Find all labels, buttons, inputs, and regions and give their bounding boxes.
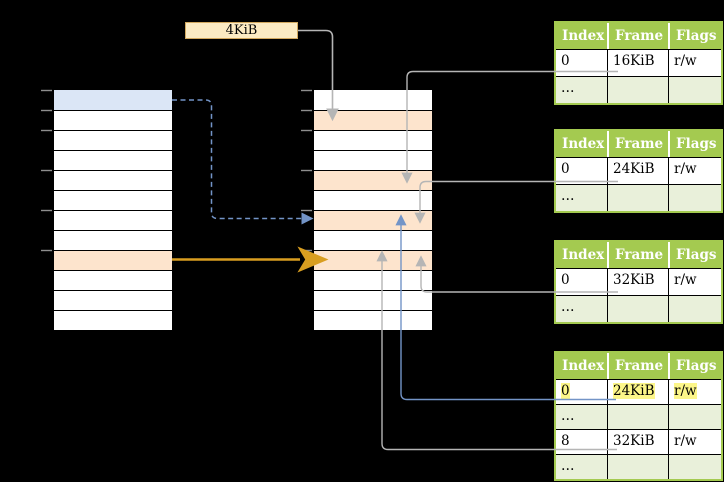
column-header: Flags — [668, 353, 721, 379]
cell-value: 32KiB — [613, 272, 655, 288]
cell-value: … — [561, 188, 575, 204]
physical-memory-column — [313, 89, 433, 331]
page-size-label: 4KiB — [185, 22, 298, 39]
column-header: Index — [562, 247, 605, 263]
table-row: … — [556, 454, 721, 479]
memory-cell — [54, 270, 172, 290]
cell-value: 8 — [561, 433, 570, 449]
cell-value: r/w — [674, 161, 697, 177]
memory-cell — [54, 290, 172, 310]
memory-cell — [54, 210, 172, 230]
memory-cell — [314, 130, 432, 150]
cell-value: … — [561, 299, 575, 315]
table-row: … — [556, 76, 721, 103]
memory-cell — [54, 90, 172, 110]
memory-cell — [54, 150, 172, 170]
memory-cell — [54, 250, 172, 270]
memory-cell — [54, 130, 172, 150]
virtual-memory-column — [53, 89, 173, 331]
column-header: Frame — [607, 131, 668, 157]
page-table-3: Index Frame Flags 0 32KiB r/w … — [554, 240, 723, 324]
cell-value: … — [561, 458, 575, 474]
memory-cell — [54, 230, 172, 250]
memory-cell — [314, 290, 432, 310]
column-header: Index — [562, 136, 605, 152]
memory-cell — [314, 150, 432, 170]
cell-value: 0 — [561, 383, 570, 399]
cell-value: 16KiB — [613, 53, 655, 69]
memory-cell — [54, 110, 172, 130]
memory-cell — [314, 310, 432, 330]
column-header: Index — [562, 358, 605, 374]
column-header: Frame — [607, 242, 668, 268]
memory-cell — [314, 190, 432, 210]
cell-value: r/w — [674, 272, 697, 288]
cell-value: 0 — [561, 53, 570, 69]
memory-cell — [54, 170, 172, 190]
connector-translation-dashed — [172, 99, 314, 225]
memory-cell — [314, 170, 432, 190]
memory-cell — [314, 110, 432, 130]
column-header: Flags — [668, 23, 721, 49]
page-table-2: Index Frame Flags 0 24KiB r/w … — [554, 129, 723, 213]
memory-cell — [314, 210, 432, 230]
cell-value: 24KiB — [613, 161, 655, 177]
table-row: 0 16KiB r/w — [556, 49, 721, 76]
cell-value: … — [561, 80, 575, 96]
memory-cell — [54, 310, 172, 330]
table-row: 0 24KiB r/w — [556, 157, 721, 184]
column-header: Flags — [668, 131, 721, 157]
table-header: Index Frame Flags — [556, 131, 721, 157]
column-header: Index — [562, 28, 605, 44]
table-header: Index Frame Flags — [556, 242, 721, 268]
memory-cell — [314, 90, 432, 110]
table-row: … — [556, 295, 721, 322]
cell-value: … — [561, 408, 575, 424]
table-row: 8 32KiB r/w — [556, 429, 721, 454]
memory-cell — [314, 230, 432, 250]
table-header: Index Frame Flags — [556, 353, 721, 379]
table-row: … — [556, 184, 721, 211]
table-row: … — [556, 404, 721, 429]
table-row: 0 32KiB r/w — [556, 268, 721, 295]
memory-cell — [314, 250, 432, 270]
cell-value: 0 — [561, 272, 570, 288]
cell-value: 32KiB — [613, 433, 655, 449]
memory-cell — [314, 270, 432, 290]
page-table-4: Index Frame Flags 0 24KiB r/w … 8 32KiB … — [554, 351, 723, 481]
table-header: Index Frame Flags — [556, 23, 721, 49]
column-header: Frame — [607, 353, 668, 379]
column-header: Frame — [607, 23, 668, 49]
page-table-1: Index Frame Flags 0 16KiB r/w … — [554, 21, 723, 105]
cell-value: 24KiB — [613, 383, 655, 399]
cell-value: r/w — [674, 383, 697, 399]
table-row: 0 24KiB r/w — [556, 379, 721, 404]
memory-cell — [54, 190, 172, 210]
column-header: Flags — [668, 242, 721, 268]
cell-value: 0 — [561, 161, 570, 177]
cell-value: r/w — [674, 53, 697, 69]
cell-value: r/w — [674, 433, 697, 449]
